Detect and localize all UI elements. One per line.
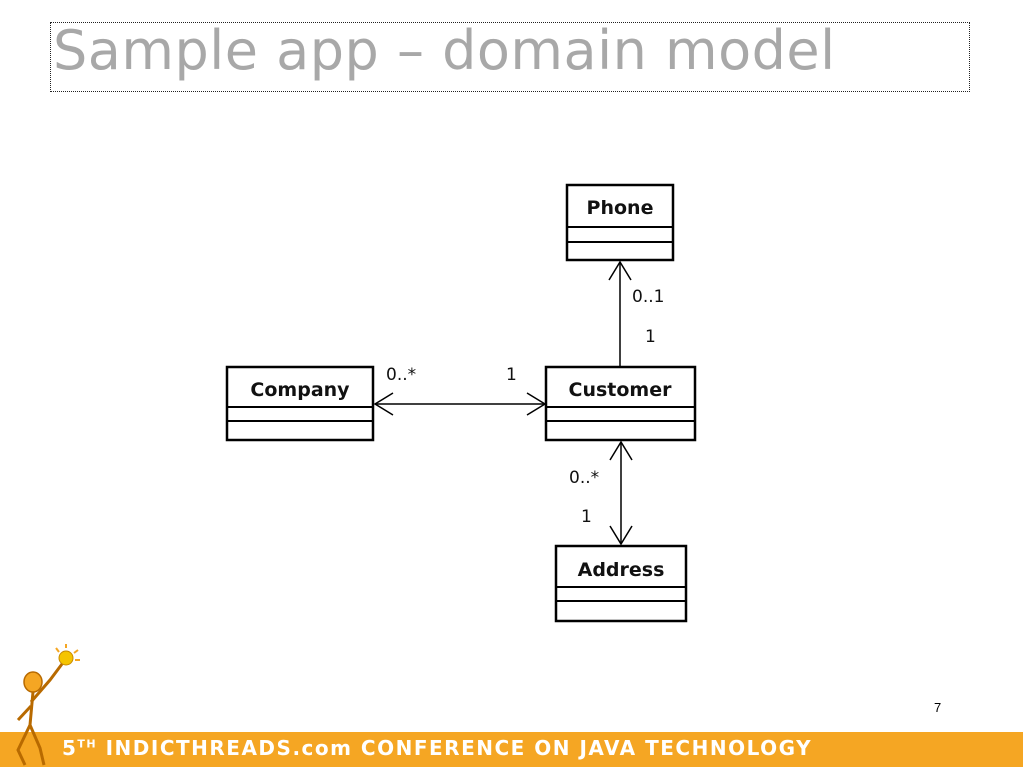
class-phone-box [565, 183, 675, 262]
class-address-name: Address [578, 559, 665, 581]
arrowhead-customer [526, 392, 547, 416]
multiplicity-address: 1 [581, 507, 592, 527]
footer-ordinal-suffix: TH [77, 737, 98, 751]
slide-title: Sample app – domain model [53, 19, 836, 82]
title-box: Sample app – domain model [50, 19, 970, 92]
class-company-box [225, 365, 375, 442]
arrowhead-address [609, 525, 633, 546]
association-customer-address [609, 440, 633, 546]
multiplicity-company-customer: 1 [506, 365, 517, 385]
class-address-box [554, 544, 688, 623]
multiplicity-company: 0..* [386, 365, 416, 385]
lightbulb-icon [55, 644, 80, 666]
class-company: Company [225, 365, 375, 442]
arrowhead-phone [608, 260, 632, 281]
arrowhead-customer-top [609, 440, 633, 461]
footer-ordinal: 5 [62, 736, 78, 760]
class-company-name: Company [250, 379, 350, 401]
class-phone: Phone [565, 183, 675, 262]
page-number: 7 [934, 700, 942, 715]
class-customer-name: Customer [569, 379, 673, 401]
class-customer: Customer [544, 365, 697, 442]
association-customer-phone [608, 260, 632, 367]
footer-bar [0, 732, 1023, 767]
footer-text-body: INDICTHREADS.com CONFERENCE ON JAVA TECH… [105, 736, 813, 760]
multiplicity-phone-customer: 1 [645, 327, 656, 347]
class-address: Address [554, 544, 688, 623]
multiplicity-phone: 0..1 [632, 287, 664, 307]
class-customer-box [544, 365, 697, 442]
class-phone-name: Phone [587, 197, 654, 219]
arrowhead-company [373, 392, 394, 416]
footer-conference-text: 5TH INDICTHREADS.com CONFERENCE ON JAVA … [62, 736, 812, 760]
stick-figure-bulb-logo-icon [16, 644, 80, 766]
multiplicity-address-customer: 0..* [569, 468, 599, 488]
association-company-customer [373, 392, 547, 416]
